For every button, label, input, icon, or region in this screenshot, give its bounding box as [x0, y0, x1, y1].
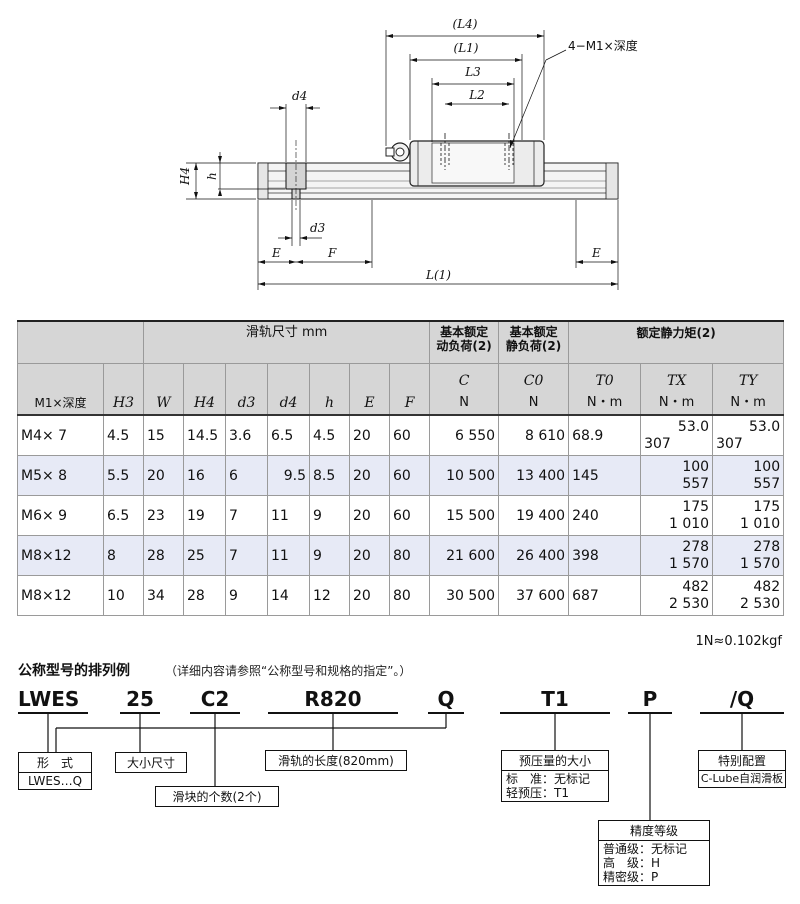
dim-L2: L2 [468, 88, 485, 102]
code-blocks: C2 [190, 686, 240, 714]
col-h3: H3 [103, 362, 144, 416]
dim-d3: d3 [310, 221, 326, 235]
dim-F: F [327, 246, 337, 260]
col-h4: H4 [183, 362, 226, 416]
code-special: /Q [700, 686, 784, 714]
code-series: LWES [18, 686, 88, 714]
box-special: 特别配置 C-Lube自润滑板 [698, 750, 786, 788]
table-row: M4× 7 4.5 15 14.5 3.6 6.5 4.5 20 60 6 55… [17, 414, 785, 456]
stat-load-header: 基本额定静负荷(2) [498, 320, 570, 364]
dim-d4: d4 [292, 89, 307, 103]
box-size: 大小尺寸 [115, 752, 187, 773]
dim-M1-depth: 4−M1×深度 [568, 38, 638, 53]
dim-E-left: E [271, 246, 281, 260]
table-row: M8×12 10 34 28 9 14 12 20 80 30 500 37 6… [17, 575, 785, 616]
col-c: C N [429, 362, 500, 416]
dim-L1: (L1) [454, 41, 479, 55]
col-tx: TX N・m [640, 362, 714, 416]
dyn-load-header: 基本额定动负荷(2) [429, 320, 500, 364]
table-row: M6× 9 6.5 23 19 7 11 9 20 60 15 500 19 4… [17, 495, 785, 536]
col-w: W [143, 362, 184, 416]
unit-conversion-note: 1N≈0.102kgf [695, 634, 782, 649]
code-q: Q [428, 686, 464, 714]
col-ty: TY N・m [712, 362, 785, 416]
dim-L4: (L4) [453, 17, 478, 31]
dim-H4: H4 [178, 167, 192, 186]
dim-L: L(1) [425, 268, 451, 282]
col-d4: d4 [267, 362, 310, 416]
spec-table: 滑轨尺寸 mm 基本额定动负荷(2) 基本额定静负荷(2) 额定静力矩(2) M… [17, 320, 785, 616]
code-length: R820 [268, 686, 398, 714]
col-t0: T0 N・m [568, 362, 642, 416]
box-preload: 预压量的大小 标 准：无标记 轻预压：T1 [501, 750, 609, 802]
ordering-example-title: 公称型号的排列例 [18, 663, 130, 679]
box-type: 形 式 LWES…Q [18, 752, 92, 790]
table-row: M8×12 8 28 25 7 11 9 20 80 21 600 26 400… [17, 535, 785, 576]
box-length: 滑轨的长度(820mm) [265, 750, 407, 771]
grease-nipple-icon [385, 142, 410, 162]
box-accuracy: 精度等级 普通级：无标记 高 级：H 精密级：P [598, 820, 710, 886]
code-size: 25 [120, 686, 160, 714]
ordering-example-note: （详细内容请参照“公称型号和规格的指定”。） [165, 664, 412, 678]
box-blocks: 滑块的个数(2个) [155, 786, 279, 807]
dim-L3: L3 [464, 65, 481, 79]
col-d3: d3 [225, 362, 268, 416]
dim-E-right: E [591, 246, 601, 260]
code-accuracy: P [628, 686, 672, 714]
table-row: M5× 8 5.5 20 16 6 9.5 8.5 20 60 10 500 1… [17, 455, 785, 496]
col-e: E [349, 362, 390, 416]
col-c0: C0 N [498, 362, 570, 416]
col-f: F [388, 362, 431, 416]
rail-dims-header: 滑轨尺寸 mm [142, 320, 431, 364]
col-h: h [309, 362, 350, 416]
col-m1: M1×深度 [17, 362, 104, 416]
code-preload: T1 [500, 686, 610, 714]
linear-guide-drawing: (L4) (L1) L3 L2 4−M1×深度 [178, 17, 638, 290]
dim-h: h [205, 172, 219, 180]
moment-header: 额定静力矩(2) [568, 320, 785, 364]
